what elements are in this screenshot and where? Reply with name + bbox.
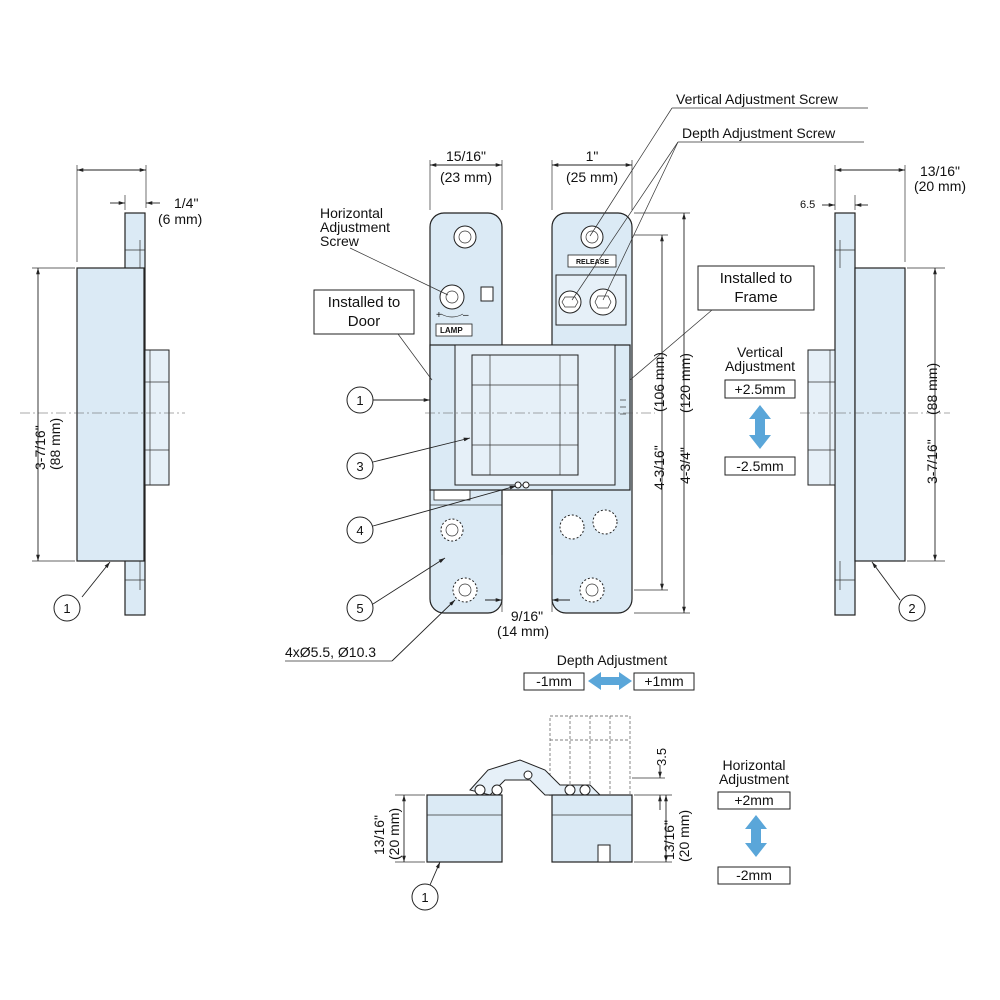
vertical-minus-value: -2.5mm <box>736 458 783 474</box>
vertical-adjustment-title-1: Vertical <box>737 344 783 360</box>
installed-door-line2: Door <box>348 313 381 330</box>
gap-width-inch: 9/16" <box>511 608 543 624</box>
callout-2-right: 2 <box>908 601 915 616</box>
left-thickness-inch: 1/4" <box>174 195 198 211</box>
gap-dimension: 9/16" (14 mm) <box>485 555 570 639</box>
svg-text:+: + <box>436 310 442 321</box>
depth-adjustment-indicator: Depth Adjustment -1mm +1mm <box>523 652 695 691</box>
hole-note: 4xØ5.5, Ø10.3 <box>285 599 456 662</box>
depth-adjustment-title: Depth Adjustment <box>557 652 668 668</box>
left-side-view: 1/4" (6 mm) 3-7/16" (88 mm) 1 <box>20 165 202 622</box>
horizontal-screw-label-line1: Horizontal <box>320 205 383 221</box>
vertical-adjust-arrow-icon <box>749 405 771 449</box>
installed-to-frame-box: Installed to Frame <box>629 265 815 381</box>
vertical-plus-value: +2.5mm <box>735 381 786 397</box>
door-width-inch: 15/16" <box>446 148 486 164</box>
vertical-screw-label: Vertical Adjustment Screw <box>676 91 839 107</box>
door-width-mm: (23 mm) <box>440 169 492 185</box>
callout-3: 3 <box>356 459 363 474</box>
depth-minus-value: -1mm <box>536 673 572 689</box>
bottom-left-height-inch: 13/16" <box>371 815 387 855</box>
release-label: RELEASE <box>576 259 609 266</box>
callout-5: 5 <box>356 601 363 616</box>
vertical-adjustment-indicator: Vertical Adjustment +2.5mm -2.5mm <box>724 344 796 476</box>
depth-adjust-arrow-icon <box>588 672 632 690</box>
right-offset-dimension: 6.5 <box>800 199 815 211</box>
horizontal-screw-label-line2: Adjustment <box>320 219 390 235</box>
bottom-right-height-inch: 13/16" <box>661 820 677 860</box>
left-thickness-mm: (6 mm) <box>158 211 202 227</box>
height-120-inch: 4-3/4" <box>677 447 693 484</box>
left-height-dimension-mm: (88 mm) <box>47 418 63 470</box>
vertical-adjustment-title-2: Adjustment <box>725 358 795 374</box>
frame-width-inch: 1" <box>586 148 599 164</box>
right-height-dimension-mm: (88 mm) <box>924 363 940 415</box>
hole-spec-label: 4xØ5.5, Ø10.3 <box>285 644 376 660</box>
right-thickness-inch: 13/16" <box>920 163 960 179</box>
horizontal-adjust-arrow-icon <box>745 815 767 857</box>
height-dimensions: 4-3/16" (106 mm) 4-3/4" (120 mm) <box>634 212 693 614</box>
horizontal-plus-value: +2mm <box>734 792 773 808</box>
installed-door-line1: Installed to <box>328 294 401 311</box>
height-106-mm: (106 mm) <box>651 352 667 412</box>
callout-1: 1 <box>356 393 363 408</box>
left-height-dimension-inch: 3-7/16" <box>32 425 48 470</box>
horizontal-minus-value: -2mm <box>736 867 772 883</box>
right-thickness-mm: (20 mm) <box>914 178 966 194</box>
bottom-left-height-mm: (20 mm) <box>386 808 402 860</box>
brand-label-top: LAMP <box>440 326 463 335</box>
callout-1-left: 1 <box>63 601 70 616</box>
horizontal-adjustment-indicator: Horizontal Adjustment +2mm -2mm <box>717 757 791 885</box>
callout-1-bottom: 1 <box>421 890 428 905</box>
horizontal-adjustment-title-2: Adjustment <box>719 771 789 787</box>
screw-labels: Vertical Adjustment Screw Depth Adjustme… <box>320 91 868 301</box>
depth-small-dimension: 3.5 <box>654 748 669 766</box>
depth-screw-label: Depth Adjustment Screw <box>682 125 836 141</box>
height-106-inch: 4-3/16" <box>651 445 667 490</box>
bottom-top-view: 3.5 13/16" (20 mm) 13/16" (20 mm) 1 <box>371 715 692 911</box>
svg-text:–: – <box>463 310 469 321</box>
gap-width-mm: (14 mm) <box>497 623 549 639</box>
callout-4: 4 <box>356 523 363 538</box>
top-dimensions: 15/16" (23 mm) 1" (25 mm) <box>429 148 633 210</box>
installed-to-door-box: Installed to Door <box>313 289 433 381</box>
right-side-view: 13/16" (20 mm) 6.5 3-7/16" (88 mm) 2 <box>800 163 966 622</box>
height-120-mm: (120 mm) <box>677 353 693 413</box>
horizontal-adjustment-title-1: Horizontal <box>722 757 785 773</box>
installed-frame-line1: Installed to <box>720 270 793 287</box>
center-callouts: 1 3 4 5 <box>346 386 517 622</box>
right-height-dimension-inch: 3-7/16" <box>924 439 940 484</box>
bottom-right-height-mm: (20 mm) <box>676 810 692 862</box>
hinge-linkage <box>429 344 631 491</box>
frame-width-mm: (25 mm) <box>566 169 618 185</box>
depth-plus-value: +1mm <box>644 673 683 689</box>
installed-frame-line2: Frame <box>734 289 777 306</box>
horizontal-screw-label-line3: Screw <box>320 233 360 249</box>
